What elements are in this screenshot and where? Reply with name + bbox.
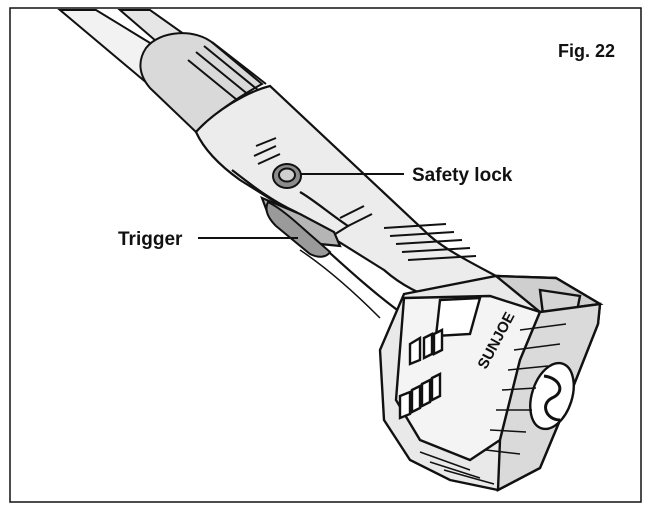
- battery-pack: [378, 274, 604, 493]
- safety-lock-label: Safety lock: [412, 165, 513, 186]
- vent-slots: [253, 137, 281, 165]
- trigger-lever: [265, 200, 332, 258]
- front-grip-ribs: [339, 205, 477, 261]
- trigger-label: Trigger: [118, 229, 183, 250]
- safety-lock-button: [272, 163, 302, 189]
- figure-number: Fig. 22: [558, 41, 615, 61]
